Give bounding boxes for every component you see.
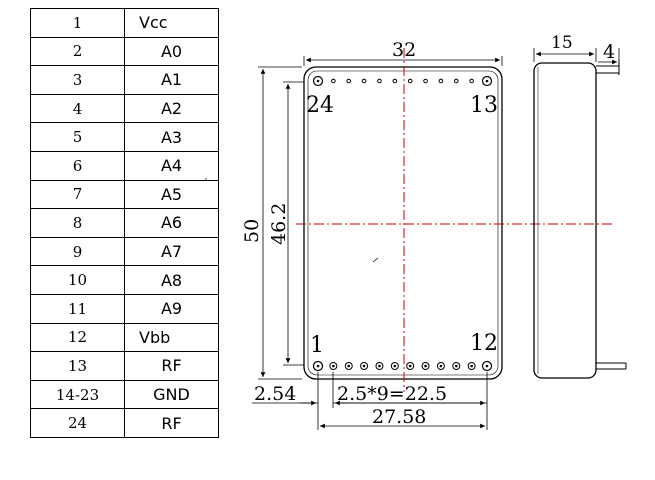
top-pin-center	[316, 79, 320, 83]
bottom-pin	[406, 362, 415, 370]
bottom-pin	[481, 360, 493, 372]
bottom-pin-center	[347, 364, 351, 368]
pin-label-bottom-left: 1	[310, 333, 324, 358]
bottom-pin-center	[424, 364, 427, 368]
top-pin	[331, 78, 336, 84]
pin-signal: A9	[124, 293, 219, 324]
front-dimensions	[252, 56, 503, 430]
pin-signal: RF	[124, 351, 219, 381]
top-pin	[453, 78, 459, 84]
pin-signal: A2	[124, 93, 219, 124]
height-dimension: 50	[241, 219, 263, 243]
bottom-pin-center	[454, 364, 458, 368]
bottom-pin-center	[408, 364, 412, 368]
bottom-pin-center	[393, 364, 397, 368]
pin-number: 8	[30, 208, 125, 238]
pin-label-top-right: 13	[470, 93, 498, 118]
top-pin-center	[485, 79, 489, 83]
side-view-body	[533, 62, 597, 379]
bottom-pin-center	[470, 364, 473, 368]
bottom-pin	[360, 362, 369, 370]
side-depth-dimension: 15	[551, 33, 573, 53]
pin-signal: A1	[124, 65, 219, 95]
pin-number: 12	[30, 322, 125, 353]
top-pin	[481, 75, 493, 87]
pin-number: 10	[30, 265, 125, 295]
side-view	[533, 48, 627, 379]
pin-pitch-dimension: 2.5*9=22.5	[337, 383, 447, 405]
front-view: 24 13 1 12	[296, 48, 612, 392]
stray-mark	[372, 257, 379, 263]
top-pin	[392, 78, 398, 84]
bottom-pin	[329, 362, 338, 370]
bottom-pin-center	[316, 364, 320, 368]
bottom-pin	[390, 362, 399, 370]
top-pin	[312, 75, 324, 87]
bottom-pin	[312, 360, 324, 372]
module-inner-outline	[307, 70, 499, 376]
pin-number: 9	[30, 236, 125, 267]
top-pin	[407, 78, 413, 84]
pin-signal: A5	[124, 179, 219, 210]
pin-signal: GND	[124, 379, 219, 410]
bottom-pin	[375, 362, 384, 370]
bottom-pin-row	[312, 360, 493, 372]
top-pin	[377, 78, 382, 84]
top-pin	[469, 78, 474, 84]
pin-number: 5	[30, 122, 125, 152]
pin-number: 4	[30, 93, 125, 124]
bottom-pin	[436, 362, 445, 370]
top-pin	[423, 78, 428, 84]
bottom-pin	[452, 362, 461, 370]
top-pin-row	[312, 75, 493, 87]
bottom-pin-center	[485, 364, 489, 368]
bottom-pin-center	[378, 364, 381, 368]
pin-number: 14-23	[30, 379, 125, 410]
inner-height-dimension: 46.2	[268, 203, 290, 245]
pin-offset-dimension: 2.54	[254, 383, 296, 405]
bottom-pin	[421, 362, 430, 370]
width-dimension: 32	[392, 39, 416, 61]
stray-dot	[205, 178, 207, 180]
pin-signal: A7	[124, 236, 219, 267]
pin-number: 24	[30, 408, 125, 438]
bottom-pin-center	[332, 364, 335, 368]
pin-signal: A4	[124, 150, 219, 181]
top-pin	[346, 78, 352, 84]
pin-label-bottom-right: 12	[470, 331, 498, 356]
bottom-pin	[467, 362, 476, 370]
top-pin	[438, 78, 444, 84]
pin-label-top-left: 24	[306, 93, 334, 118]
side-pin-dimension: 4	[603, 41, 615, 63]
module-outline	[303, 66, 503, 380]
pin-span-dimension: 27.58	[372, 406, 426, 428]
pin-signal: A6	[124, 208, 219, 238]
pin-signal: RF	[124, 408, 219, 438]
bottom-pin	[344, 362, 353, 370]
bottom-pin-center	[362, 364, 366, 368]
top-pin	[361, 78, 367, 84]
bottom-pin-center	[439, 364, 443, 368]
